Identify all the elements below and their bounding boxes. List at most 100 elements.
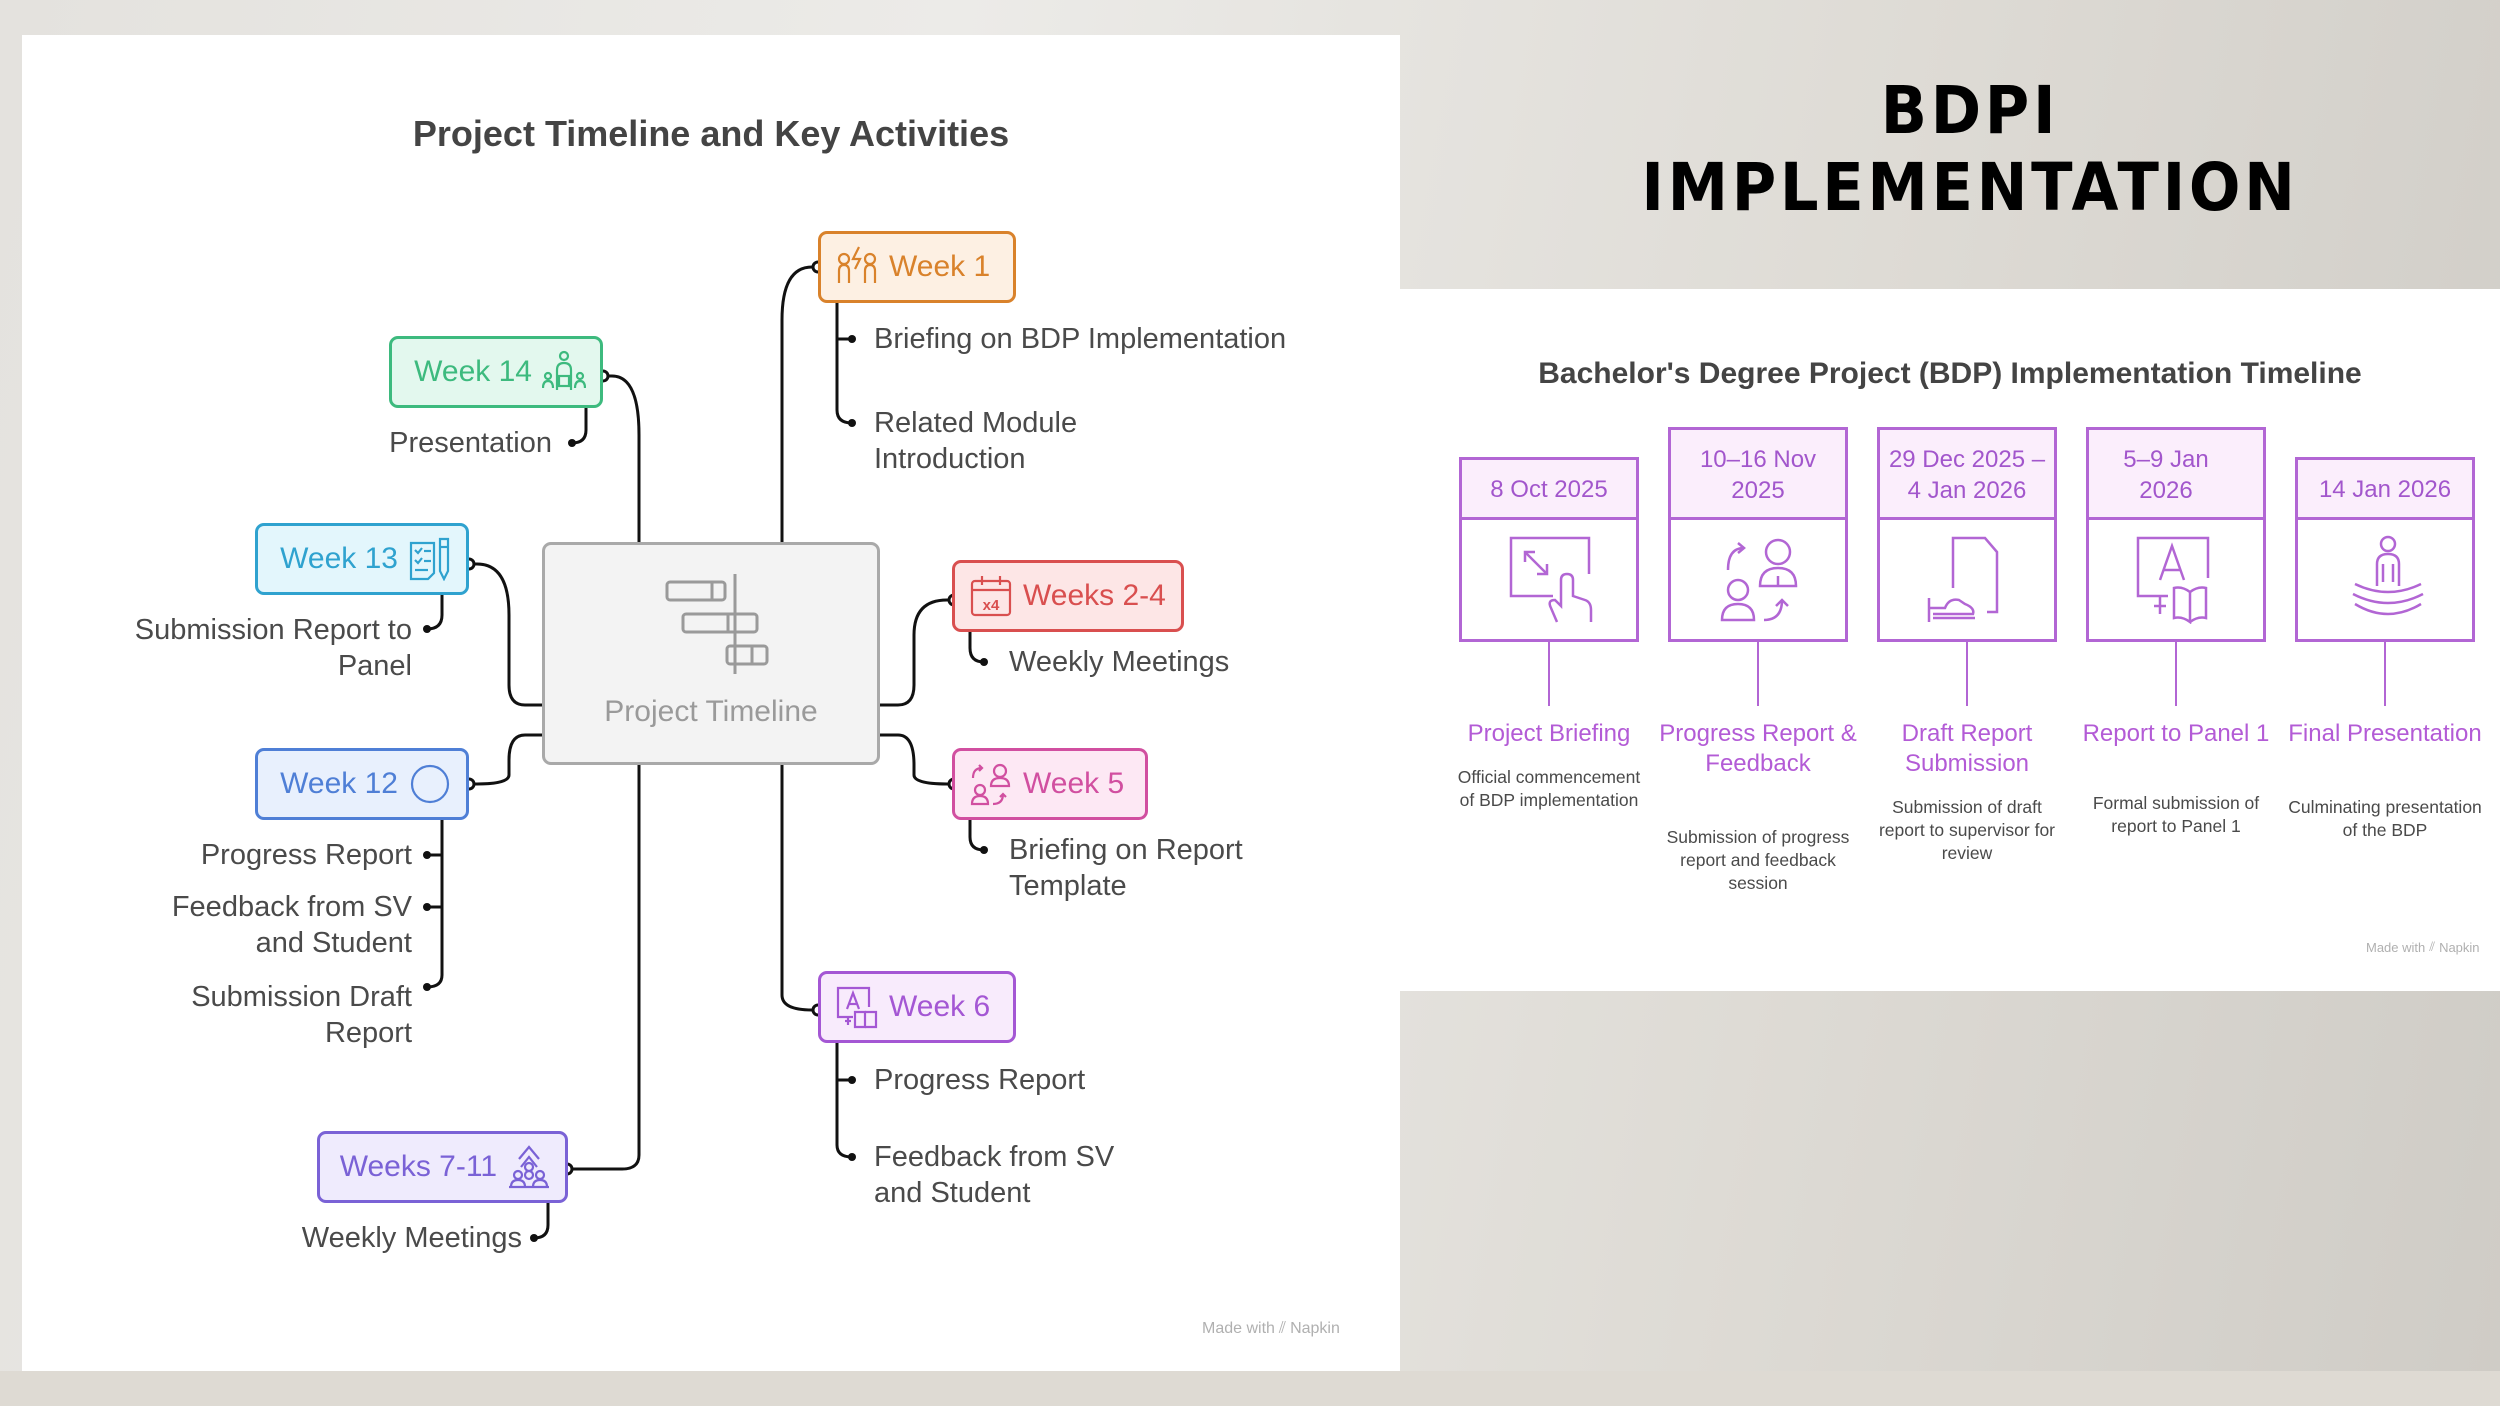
connector-week5 <box>880 733 952 786</box>
timeline-step-iconbox <box>2295 517 2475 642</box>
timeline-step-iconbox <box>1459 517 1639 642</box>
item-week14-presentation: Presentation <box>389 427 552 459</box>
timeline-step-desc: Official commencement of BDP implementat… <box>1457 767 1641 810</box>
timeline-step-label: Final Presentation <box>2288 720 2482 747</box>
touch-screen-expand-icon <box>1509 536 1593 623</box>
connector-weeks7-11 <box>572 765 641 1171</box>
branch-week5 <box>968 820 985 852</box>
timeline-step-label: Project Briefing <box>1467 720 1631 747</box>
node-week5[interactable]: Week 5 <box>952 748 1148 820</box>
connector-week13 <box>474 562 542 707</box>
timeline-stem <box>2384 642 2386 706</box>
center-node-project-timeline[interactable]: Project Timeline <box>542 542 880 765</box>
branch-week14 <box>571 408 588 445</box>
timeline-step-desc: Formal submission of report to Panel 1 <box>2092 793 2260 836</box>
document-hand-icon <box>1927 536 1999 622</box>
watermark-text: Made with <box>2366 939 2426 955</box>
item-weeks7-11-weekly-meetings: Weekly Meetings <box>301 1222 522 1254</box>
node-week13-label: Week 13 <box>280 542 398 575</box>
timeline-stem <box>1548 642 1550 706</box>
timeline-stem <box>1757 642 1759 706</box>
gantt-chart-icon <box>665 574 769 674</box>
napkin-watermark: Made with ⫽ Napkin <box>2366 939 2480 955</box>
connector-week12 <box>474 733 542 786</box>
branch-week1 <box>835 303 853 425</box>
node-week13[interactable]: Week 13 <box>255 523 469 595</box>
learning-screen-icon <box>2136 536 2210 624</box>
node-week14[interactable]: Week 14 <box>389 336 603 408</box>
timeline-step-label: Progress Report & Feedback <box>1659 720 1857 777</box>
connector-week6 <box>780 765 818 1012</box>
node-week12-label: Week 12 <box>280 767 398 800</box>
item-week13-submission: Submission Report to Panel <box>134 614 412 682</box>
timeline-step-desc: Submission of draft report to supervisor… <box>1878 797 2056 863</box>
watermark-brand: Napkin <box>1290 1320 1340 1337</box>
node-week6-label: Week 6 <box>889 990 991 1023</box>
timeline-step-label: Report to Panel 1 <box>2082 720 2270 747</box>
feedback-exchange-icon <box>970 763 1011 806</box>
timeline-step-date: 10–16 Nov 2025 <box>1668 427 1848 519</box>
timeline-stem <box>2175 642 2177 706</box>
timeline-step-date: 14 Jan 2026 <box>2295 457 2475 519</box>
background-bottom <box>0 1371 2500 1406</box>
item-week1-briefing: Briefing on BDP Implementation <box>874 323 1287 355</box>
node-week12[interactable]: Week 12 <box>255 748 469 820</box>
item-week1-related-module: Related Module Introduction <box>874 407 1078 475</box>
mindmap-panel: Project Timeline and Key Activities <box>22 35 1400 1371</box>
learning-screen-icon <box>836 986 878 1029</box>
timeline-title: Bachelor's Degree Project (BDP) Implemen… <box>1538 357 2362 390</box>
branch-week6 <box>835 1043 853 1159</box>
node-week1-label: Week 1 <box>889 250 991 283</box>
timeline-panel: Bachelor's Degree Project (BDP) Implemen… <box>1400 289 2500 991</box>
timeline-step-date: 8 Oct 2025 <box>1459 457 1639 519</box>
checklist-pen-icon <box>409 537 450 581</box>
slide-title: BDPI IMPLEMENTATION <box>1641 72 2299 226</box>
timeline-stem <box>1966 642 1968 706</box>
item-week5-briefing-template: Briefing on Report Template <box>1009 834 1243 902</box>
node-weeks7-11[interactable]: Weeks 7-11 <box>317 1131 568 1203</box>
item-week12-feedback: Feedback from SV and Student <box>171 891 412 959</box>
item-week12-submission-draft: Submission Draft Report <box>191 981 412 1049</box>
mindmap-title: Project Timeline and Key Activities <box>412 113 1010 154</box>
node-weeks2-4-label: Weeks 2-4 <box>1023 579 1166 612</box>
timeline-step-iconbox <box>2086 517 2266 642</box>
presenter-audience-icon <box>542 350 586 390</box>
watermark-brand: Napkin <box>2439 939 2480 955</box>
napkin-logo-icon: ⫽ <box>2429 939 2436 954</box>
watermark-text: Made with <box>1202 1320 1275 1337</box>
item-weeks2-4-weekly-meetings: Weekly Meetings <box>1009 646 1230 678</box>
meditating-person-icon <box>2352 535 2424 616</box>
connector-week1 <box>780 265 818 542</box>
node-week1[interactable]: Week 1 <box>818 231 1016 303</box>
center-node-label: Project Timeline <box>604 695 818 728</box>
connector-week14 <box>609 374 641 542</box>
calendar-x4-icon: x4 <box>970 576 1012 617</box>
node-week14-label: Week 14 <box>414 355 532 388</box>
timeline-step-iconbox <box>1668 517 1848 642</box>
connector-weeks2-4 <box>880 598 952 707</box>
item-week12-progress-report: Progress Report <box>200 839 412 871</box>
node-weeks2-4[interactable]: x4 Weeks 2-4 <box>952 560 1184 632</box>
branch-week12 <box>426 820 444 989</box>
napkin-watermark: Made with ⫽ Napkin <box>1202 1320 1340 1338</box>
branch-weeks2-4 <box>968 632 985 664</box>
people-idea-icon <box>837 246 877 283</box>
branch-week13 <box>426 595 444 631</box>
circle-icon <box>410 764 450 804</box>
item-week6-progress-report: Progress Report <box>874 1064 1086 1096</box>
team-growth-icon <box>509 1145 549 1189</box>
timeline-step-iconbox <box>1877 517 2057 642</box>
timeline-step-desc: Submission of progress report and feedba… <box>1666 827 1850 893</box>
branch-weeks7-11 <box>533 1203 550 1240</box>
feedback-exchange-icon <box>1720 538 1798 622</box>
timeline-step-desc: Culminating presentation of the BDP <box>2288 797 2482 840</box>
node-weeks7-11-label: Weeks 7-11 <box>339 1150 497 1183</box>
timeline-step-date: 29 Dec 2025 – 4 Jan 2026 <box>1877 427 2057 519</box>
napkin-logo-icon: ⫽ <box>1278 1320 1287 1337</box>
timeline-step-label: Draft Report Submission <box>1901 720 2033 777</box>
timeline-step-date: 5–9 Jan 2026 <box>2086 427 2266 519</box>
node-week6[interactable]: Week 6 <box>818 971 1016 1043</box>
svg-text:x4: x4 <box>983 597 1000 614</box>
item-week6-feedback: Feedback from SV and Student <box>874 1141 1115 1209</box>
node-week5-label: Week 5 <box>1023 767 1125 800</box>
